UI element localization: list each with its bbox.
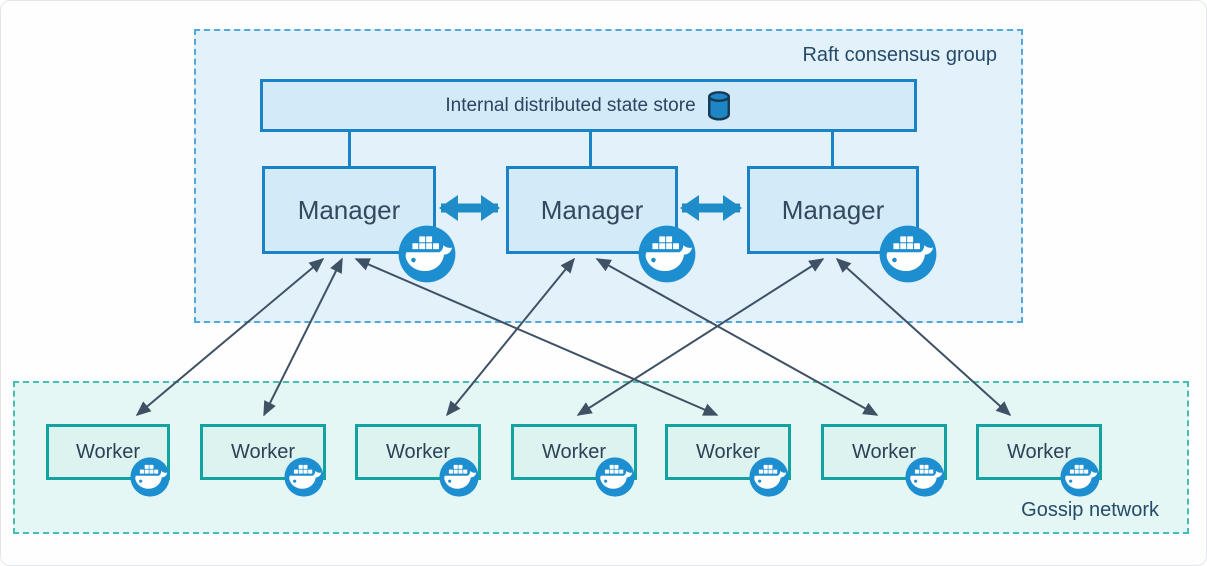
- docker-whale-icon: [1060, 457, 1100, 497]
- docker-whale-icon: [749, 457, 789, 497]
- gossip-network-group: Gossip network Worker Worker Worker Work…: [13, 381, 1189, 534]
- manager-label: Manager: [540, 194, 644, 225]
- worker-label: Worker: [1006, 440, 1072, 463]
- docker-whale-icon: [638, 225, 696, 283]
- database-cylinder-icon: [706, 90, 732, 121]
- docker-whale-icon: [130, 457, 170, 497]
- docker-whale-icon: [398, 225, 456, 283]
- state-store-label: Internal distributed state store: [445, 94, 696, 116]
- docker-whale-icon: [879, 225, 937, 283]
- store-connector-manager-3: [831, 131, 834, 169]
- worker-node-7: Worker: [976, 424, 1102, 480]
- docker-whale-icon: [284, 457, 324, 497]
- state-store-box: Internal distributed state store: [260, 79, 917, 132]
- worker-label: Worker: [385, 440, 451, 463]
- store-connector-manager-1: [348, 131, 351, 169]
- manager-label: Manager: [297, 194, 401, 225]
- manager-label: Manager: [781, 194, 885, 225]
- worker-node-5: Worker: [665, 424, 791, 480]
- store-connector-manager-2: [589, 131, 592, 169]
- worker-label: Worker: [695, 440, 761, 463]
- docker-whale-icon: [595, 457, 635, 497]
- worker-label: Worker: [75, 440, 141, 463]
- docker-whale-icon: [905, 457, 945, 497]
- gossip-group-label: Gossip network: [1021, 499, 1159, 521]
- worker-label: Worker: [230, 440, 296, 463]
- raft-group-label: Raft consensus group: [802, 44, 997, 66]
- worker-label: Worker: [851, 440, 917, 463]
- docker-whale-icon: [439, 457, 479, 497]
- manager-node-1: Manager: [262, 166, 436, 254]
- raft-consensus-group: Raft consensus group Internal distribute…: [194, 29, 1023, 323]
- worker-label: Worker: [541, 440, 607, 463]
